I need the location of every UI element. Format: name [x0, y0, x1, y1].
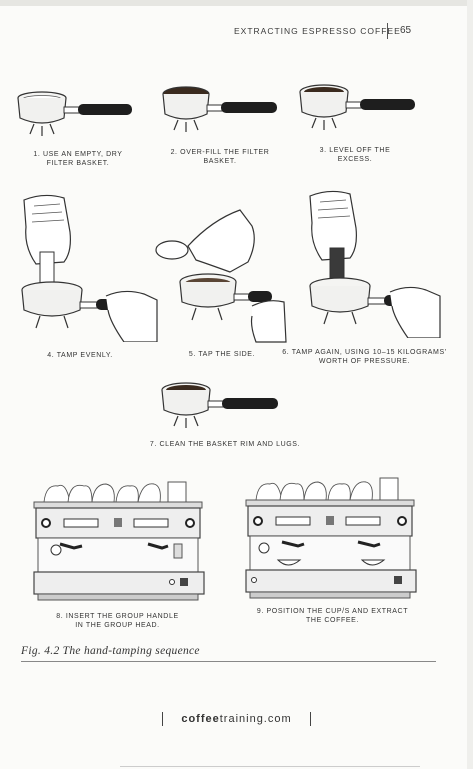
footer-url: coffeetraining.com	[181, 713, 291, 725]
footer-left-bar	[162, 712, 164, 726]
step-3-caption: 3. Level off the excess.	[319, 147, 391, 163]
step-8-caption: 8. Insert the group handle in the group …	[56, 613, 179, 629]
step-2-illustration	[162, 86, 277, 132]
step-1-caption: 1. Use an empty, dry filter basket.	[33, 151, 123, 167]
step-2-caption: 2. Over-fill the filter basket.	[170, 149, 270, 165]
step-8-illustration	[33, 481, 205, 601]
page-number: 65	[400, 25, 412, 36]
step-6-illustration	[309, 190, 441, 338]
figure-caption: Fig. 4.2 The hand-tamping sequence	[21, 645, 200, 657]
page-right-edge	[467, 0, 473, 769]
caption-rule	[21, 661, 436, 662]
running-head-divider	[387, 23, 388, 39]
running-head: Extracting espresso coffee 65	[234, 23, 444, 40]
step-5-illustration	[155, 209, 287, 343]
running-head-title: Extracting espresso coffee	[234, 26, 401, 36]
step-7-caption: 7. Clean the basket rim and lugs.	[149, 441, 301, 448]
step-3-illustration	[299, 84, 415, 130]
step-4-caption: 4. Tamp evenly.	[47, 352, 113, 359]
footer-url-rest: training.com	[219, 712, 292, 725]
step-7-illustration	[161, 382, 278, 428]
footer-url-bold: coffee	[181, 712, 220, 725]
step-1-illustration	[17, 91, 132, 136]
step-9-caption: 9. Position the cup/s and extract the co…	[256, 608, 409, 624]
step-4-illustration	[21, 194, 158, 342]
step-6-caption: 6. Tamp again, using 10–15 kilograms' wo…	[282, 349, 447, 365]
bottom-edge-line	[120, 766, 420, 767]
step-5-caption: 5. Tap the side.	[188, 351, 256, 358]
page-top-edge	[0, 0, 473, 6]
footer: coffeetraining.com	[0, 712, 473, 726]
footer-right-bar	[309, 712, 311, 726]
step-9-illustration	[245, 477, 417, 599]
